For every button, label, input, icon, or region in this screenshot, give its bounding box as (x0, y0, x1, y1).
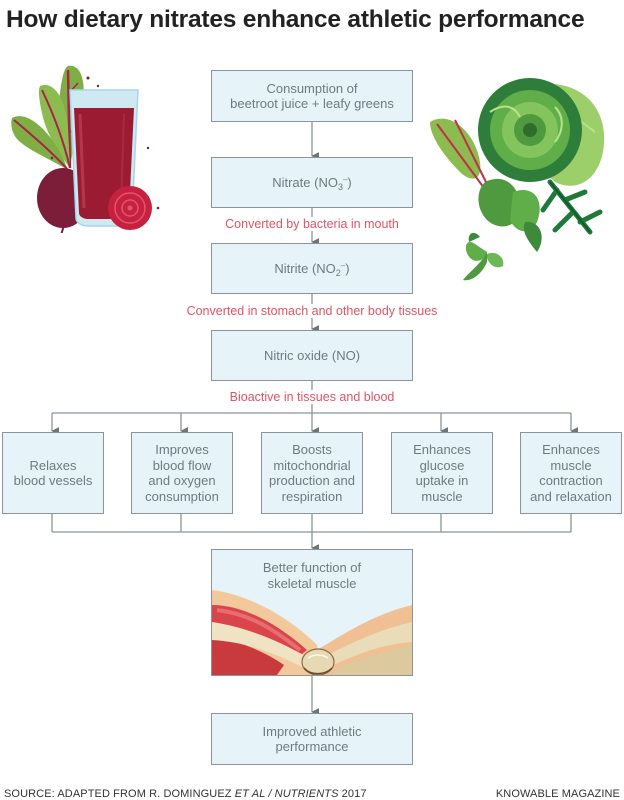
effect-5-line-3: contraction (539, 473, 603, 488)
step2-label: Converted in stomach and other body tiss… (0, 304, 624, 318)
consumption-line1: Consumption of (266, 80, 358, 96)
page-title: How dietary nitrates enhance athletic pe… (6, 6, 585, 33)
effect-box-muscle-contraction: Enhances muscle contraction and relaxati… (520, 432, 622, 514)
effect-box-relaxes-vessels: Relaxes blood vessels (2, 432, 104, 514)
effect-4-line-2: glucose (419, 457, 465, 473)
nitrite-subscript: 2 (335, 267, 341, 278)
nitrite-box: Nitrite (NO2–) (211, 243, 413, 294)
effect-4-line-1: Enhances (413, 442, 471, 457)
source-italic: ET AL / NUTRIENTS (234, 788, 339, 800)
consumption-box: Consumption of beetroot juice + leafy gr… (211, 70, 413, 122)
nitrate-box: Nitrate (NO3–) (211, 157, 413, 208)
athletic-performance-box: Improved athletic performance (211, 713, 413, 765)
consumption-line2: beetroot juice + leafy greens (230, 96, 394, 111)
effect-3-line-4: respiration (281, 488, 343, 504)
nitrite-suffix: ) (345, 260, 350, 276)
publisher-credit: KNOWABLE MAGAZINE (495, 788, 620, 800)
nitrate-prefix: Nitrate (NO (272, 174, 338, 190)
beetroot-juice-illustration (11, 65, 160, 233)
nitrite-prefix: Nitrite (NO (274, 260, 336, 276)
effect-3-line-2: mitochondrial (273, 457, 351, 473)
effect-5-line-2: muscle (550, 457, 592, 473)
leafy-greens-illustration (430, 78, 605, 281)
elbow-muscle-illustration (212, 590, 412, 675)
nitric-oxide-box: Nitric oxide (NO) (211, 330, 413, 381)
muscle-line-1: Better function of (262, 560, 362, 575)
effect-3-line-1: Boosts (292, 442, 332, 457)
source-suffix: 2017 (338, 788, 367, 800)
step1-label: Converted by bacteria in mouth (0, 217, 624, 231)
effect-5-line-4: and relaxation (530, 488, 612, 504)
effect-1-line-2: blood vessels (13, 473, 93, 488)
effect-4-line-3: uptake in (415, 473, 469, 488)
nitrite-label: Nitrite (NO2–) (274, 260, 350, 278)
effect-2-line-4: consumption (145, 488, 219, 504)
effect-4-line-4: muscle (421, 488, 463, 504)
nitrate-subscript: 3 (337, 181, 343, 192)
muscle-function-box: Better function of skeletal muscle (211, 549, 413, 676)
nitrate-suffix: ) (347, 174, 352, 190)
effect-2-line-3: and oxygen (148, 473, 216, 488)
effect-3-line-3: production and (268, 473, 355, 488)
result-line-2: performance (275, 739, 349, 754)
step1-label-text: Converted by bacteria in mouth (223, 217, 401, 231)
result-line-1: Improved athletic (262, 723, 362, 739)
step2-label-text: Converted in stomach and other body tiss… (184, 304, 440, 318)
nitrite-superscript: – (340, 260, 346, 270)
effect-2-line-1: Improves (155, 442, 209, 457)
step3-label-text: Bioactive in tissues and blood (227, 390, 397, 404)
step3-label: Bioactive in tissues and blood (0, 390, 624, 404)
nitric-oxide-label: Nitric oxide (NO) (263, 347, 361, 363)
source-citation: SOURCE: ADAPTED FROM R. DOMINGUEZ ET AL … (4, 788, 367, 800)
source-prefix: SOURCE: ADAPTED FROM R. DOMINGUEZ (4, 788, 235, 800)
muscle-line-2: skeletal muscle (267, 575, 357, 591)
effect-5-line-1: Enhances (542, 442, 600, 457)
effect-box-mitochondrial: Boosts mitochondrial production and resp… (261, 432, 363, 514)
nitrate-label: Nitrate (NO3–) (272, 174, 352, 192)
effect-box-glucose-uptake: Enhances glucose uptake in muscle (391, 432, 493, 514)
effect-box-blood-flow: Improves blood flow and oxygen consumpti… (131, 432, 233, 514)
muscle-function-label: Better function of skeletal muscle (212, 560, 412, 591)
effect-2-line-2: blood flow (152, 457, 212, 473)
nitrate-superscript: – (342, 174, 348, 184)
effect-1-line-1: Relaxes (29, 457, 77, 473)
